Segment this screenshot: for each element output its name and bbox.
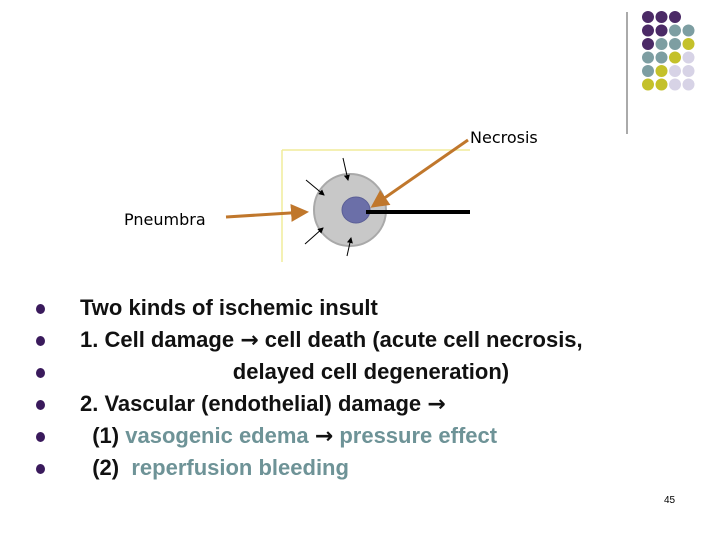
necrotic-core: [341, 196, 371, 224]
decorative-dot: [642, 78, 654, 91]
decorative-dot: [642, 38, 654, 50]
inward-arrow-bottom-left: [304, 227, 324, 245]
page-number: 45: [664, 495, 676, 506]
decorative-dot: [655, 51, 668, 64]
inward-arrow-top: [342, 157, 350, 181]
bullet-dot-icon: [36, 464, 45, 474]
inward-arrow-top-left: [305, 179, 325, 196]
bullet-dot-icon: [36, 336, 45, 346]
ischemia-diagram: [225, 138, 470, 262]
bullet-text-segment: (1): [80, 423, 126, 448]
decorative-dot: [682, 78, 695, 91]
bullet-text-segment: (2): [80, 455, 132, 480]
bullet-text: 1. Cell damage → cell death (acute cell …: [80, 324, 583, 357]
highlighted-text: reperfusion bleeding: [131, 455, 349, 480]
right-arrow-icon: →: [427, 392, 446, 417]
inward-arrow-bottom: [346, 237, 353, 257]
highlighted-text: vasogenic edema: [125, 423, 315, 448]
decorative-dot: [655, 11, 668, 23]
decorative-dot: [655, 78, 668, 91]
decorative-dot: [682, 65, 695, 77]
bullet-dot-icon: [36, 432, 45, 442]
bullet-text: 2. Vascular (endothelial) damage →: [80, 388, 446, 421]
pneumbra-pointer: [225, 203, 309, 222]
decorative-dot: [669, 51, 681, 64]
decorative-dot: [655, 24, 668, 37]
pneumbra-label: Pneumbra: [124, 210, 206, 229]
necrosis-pointer: [370, 138, 469, 208]
decorative-dot: [669, 11, 681, 23]
decorative-dot: [682, 38, 695, 50]
bullet-text-segment: delayed cell degeneration): [80, 359, 510, 384]
bullet-text: (1) vasogenic edema → pressure effect: [80, 420, 497, 453]
necrosis-label: Necrosis: [470, 128, 538, 147]
right-arrow-icon: →: [240, 328, 259, 353]
highlighted-text: pressure effect: [333, 423, 498, 448]
decorative-dot: [642, 24, 654, 37]
bullet-text-segment: Two kinds of ischemic insult: [80, 295, 378, 320]
decorative-dot: [655, 38, 668, 50]
bullet-dot-icon: [36, 304, 45, 314]
bullet-dot-icon: [36, 368, 45, 378]
decorative-dot: [682, 24, 695, 37]
right-arrow-icon: →: [314, 424, 334, 449]
decorative-dot: [655, 65, 668, 77]
decorative-dot: [682, 51, 695, 64]
bullet-text-segment: 2. Vascular (endothelial) damage: [80, 391, 428, 416]
bullet-text: delayed cell degeneration): [80, 356, 509, 388]
bullet-text-segment: 1. Cell damage: [80, 327, 241, 352]
decorative-dot: [669, 24, 681, 37]
decorative-dot: [669, 65, 681, 77]
bullet-text-segment: cell death (acute cell necrosis,: [258, 327, 583, 352]
bullet-dot-icon: [36, 400, 45, 410]
bullet-text: Two kinds of ischemic insult: [80, 292, 378, 324]
decorative-dot: [642, 65, 654, 77]
decorative-dot: [669, 38, 681, 50]
decorative-dot: [642, 11, 654, 23]
decorative-dot-grid: [626, 11, 695, 134]
decorative-dot: [669, 78, 681, 91]
bullet-text: (2) reperfusion bleeding: [80, 452, 349, 484]
decorative-dot: [642, 51, 654, 64]
